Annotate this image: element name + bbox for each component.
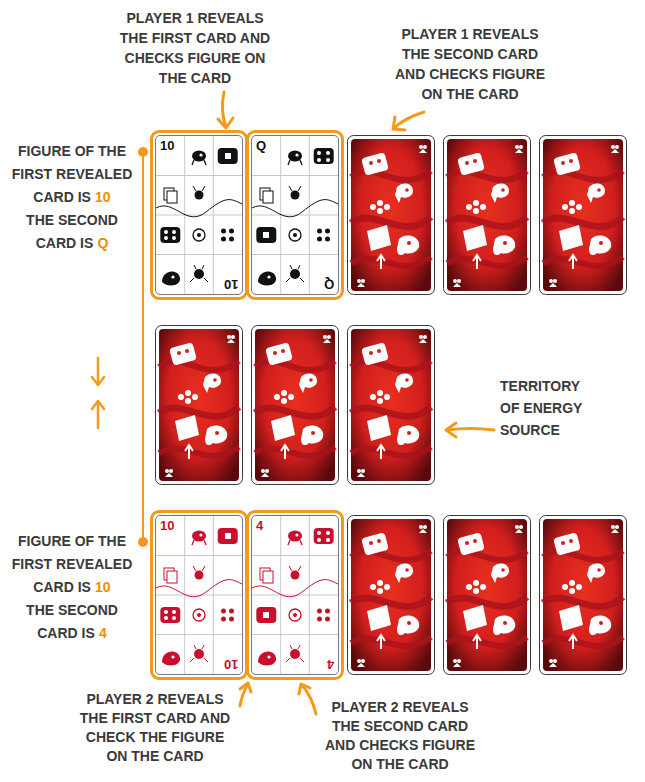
figure-note-block: THE SECOND CARD IS4 [8,599,136,645]
figure-note-group: FIGURE OF THE FIRST REVEALED CARD IS10TH… [8,140,136,255]
player-callout-group: PLAYER 2 REVEALS THE FIRST CARD AND CHEC… [76,690,234,766]
figure-value: 10 [95,579,111,595]
player-callout: PLAYER 1 REVEALS THE SECOND CARD AND CHE… [395,26,545,102]
card-figure: Q [256,138,266,153]
figure-note: FIGURE OF THE FIRST REVEALED CARD IS [12,533,133,595]
figure-value: 10 [95,189,111,205]
player-callout-group: PLAYER 1 REVEALS THE FIRST CARD AND CHEC… [116,8,274,88]
card-text-layer: 10 10 [156,136,242,294]
player-callout-block: PLAYER 1 REVEALS THE FIRST CARD AND CHEC… [116,8,274,88]
revealed-card: 10 10 [150,130,248,300]
card-figure: 10 [224,277,238,292]
figure-note-block: THE SECOND CARD ISQ [8,209,136,255]
figure-note-block: FIGURE OF THE FIRST REVEALED CARD IS10 [8,530,136,599]
player-callout: PLAYER 2 REVEALS THE FIRST CARD AND CHEC… [80,691,230,764]
card-text-layer: 10 10 [156,516,242,674]
face-down-cards [156,136,627,675]
zone-label-group: TERRITORY OF ENERGY SOURCE [500,375,600,441]
player-callout: PLAYER 1 REVEALS THE FIRST CARD AND CHEC… [120,10,270,86]
zone-label: TERRITORY OF ENERGY SOURCE [500,378,582,438]
figure-note: FIGURE OF THE FIRST REVEALED CARD IS [12,143,133,205]
revealed-card: 10 10 [150,510,248,680]
figure-value: Q [97,235,108,251]
player-callout-group: PLAYER 1 REVEALS THE SECOND CARD AND CHE… [391,24,549,104]
card-figure: 10 [160,518,174,533]
player-callout-block: PLAYER 2 REVEALS THE FIRST CARD AND CHEC… [76,690,234,766]
revealed-card: QQ [246,130,344,300]
card-face-art [156,136,242,294]
card-figure: 4 [256,518,263,533]
figure-note-block: FIGURE OF THE FIRST REVEALED CARD IS10 [8,140,136,209]
card-figure: Q [324,277,334,292]
card-text-layer: 44 [252,516,338,674]
card-face-art [252,136,338,294]
card-text-layer: QQ [252,136,338,294]
comparison-bracket [92,147,148,547]
card-face-art [252,516,338,674]
player-callout-group: PLAYER 2 REVEALS THE SECOND CARD AND CHE… [321,698,479,774]
card-face: 10 10 [155,135,243,295]
pointer-arrows [218,92,494,714]
player-callout-block: PLAYER 2 REVEALS THE SECOND CARD AND CHE… [321,698,479,774]
card-face-art [156,516,242,674]
card-face: QQ [251,135,339,295]
card-figure: 4 [327,657,334,672]
revealed-card: 44 [246,510,344,680]
figure-note-group: FIGURE OF THE FIRST REVEALED CARD IS10TH… [8,530,136,645]
zone-label-block: TERRITORY OF ENERGY SOURCE [500,375,600,441]
card-face: 10 10 [155,515,243,675]
player-callout-block: PLAYER 1 REVEALS THE SECOND CARD AND CHE… [391,24,549,104]
card-figure: 10 [224,657,238,672]
player-callout: PLAYER 2 REVEALS THE SECOND CARD AND CHE… [325,699,475,772]
card-face: 44 [251,515,339,675]
figure-value: 4 [99,625,107,641]
card-figure: 10 [160,138,174,153]
